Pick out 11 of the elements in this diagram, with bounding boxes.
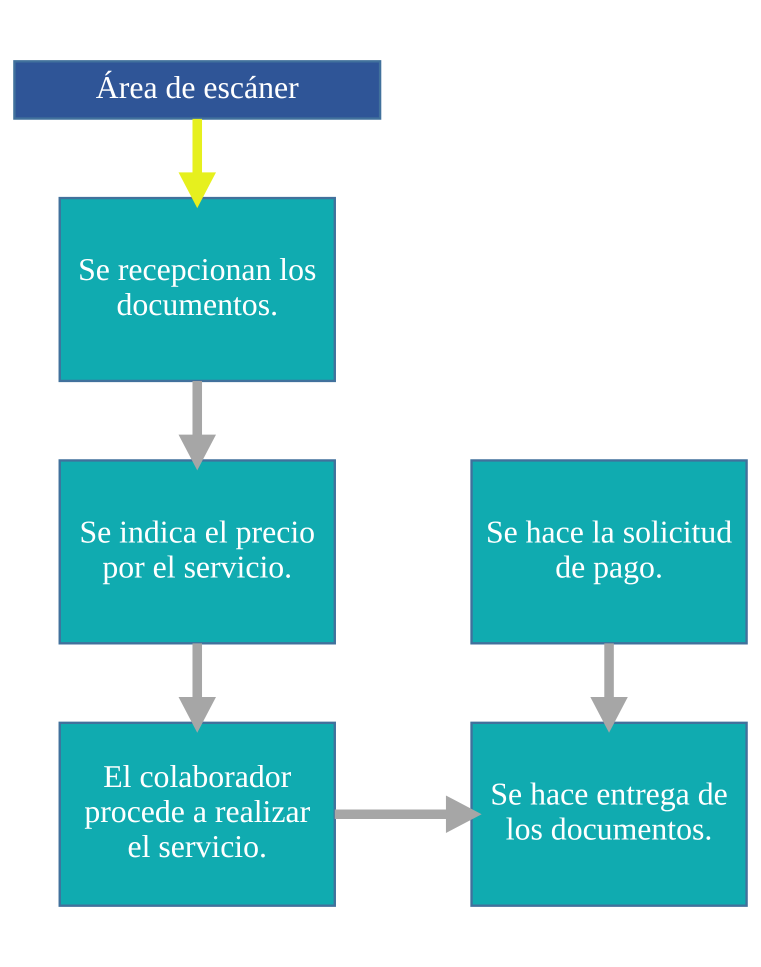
arrow	[178, 381, 216, 470]
node-box: Se recepcionan los documentos.	[58, 196, 336, 382]
node-box: Se indica el precio por el servicio.	[58, 459, 336, 644]
arrow	[590, 643, 628, 733]
node-box: Se hace entrega de los documentos.	[470, 722, 748, 907]
arrow	[178, 643, 216, 733]
arrow	[178, 118, 216, 208]
arrow	[334, 795, 482, 833]
node-box: El colaborador procede a realizar el servicio.	[58, 722, 336, 907]
node-box: Se hace la solicitud de pago.	[470, 459, 748, 644]
node-box: Área de escáner	[13, 60, 382, 120]
